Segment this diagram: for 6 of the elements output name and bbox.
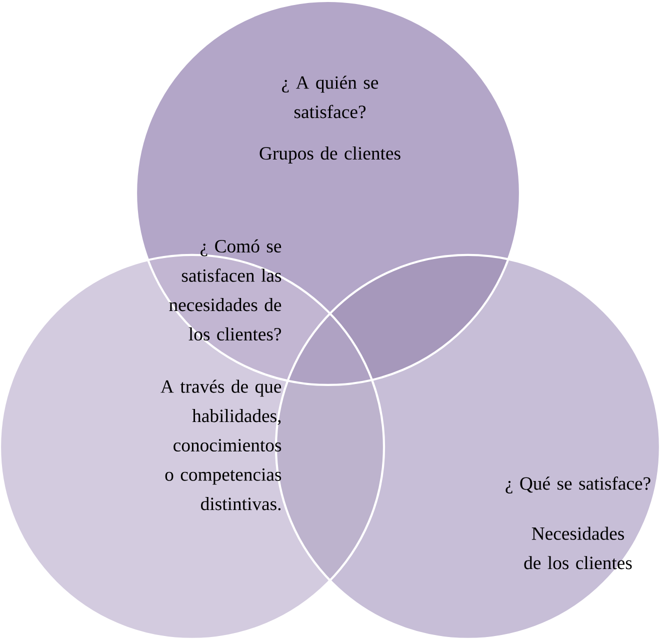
circle-label: Grupos de clientes	[260, 146, 400, 164]
circle-label: ¿ Qué se satisface?	[506, 476, 650, 494]
circle-label: Necesidades de los clientes	[524, 526, 632, 570]
circle-label: ¿ A quién se satisface?	[282, 76, 378, 118]
circle-label: ¿ Comó se satisfacen las necesidades de los clientes?	[169, 239, 282, 341]
circle-label: A través de que habilidades, conocimientos o competencias distintivas.	[160, 380, 282, 510]
